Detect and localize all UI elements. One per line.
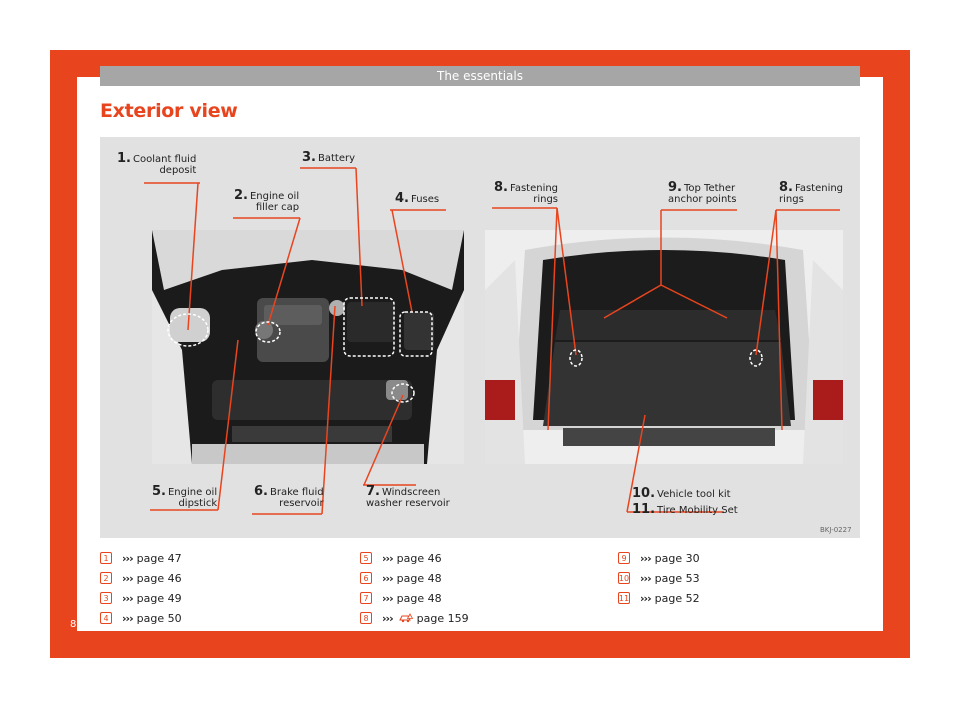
warning-car-icon bbox=[398, 613, 413, 623]
ref-10[interactable]: 10›››page 53 bbox=[618, 571, 700, 585]
refs-column-2: 5›››page 46 6›››page 48 7›››page 48 8›››… bbox=[360, 548, 469, 628]
ref-3[interactable]: 3›››page 49 bbox=[100, 588, 182, 608]
section-header: The essentials bbox=[100, 66, 860, 86]
ref-4[interactable]: 4›››page 50 bbox=[100, 608, 182, 628]
ref-1[interactable]: 1›››page 47 bbox=[100, 548, 182, 568]
ref-6[interactable]: 6›››page 48 bbox=[360, 568, 469, 588]
engine-bay-photo bbox=[152, 230, 464, 464]
label-fuses: 4.Fuses bbox=[395, 191, 440, 206]
trunk-illustration bbox=[485, 230, 843, 464]
trunk-photo bbox=[485, 230, 843, 464]
label-windscreen-washer: 7.Windscreen washer reservoir bbox=[366, 484, 450, 509]
ref-9[interactable]: 9›››page 30 bbox=[618, 548, 700, 568]
label-fastening-rings-right: 8.Fastening rings bbox=[779, 180, 844, 205]
engine-bay-illustration bbox=[152, 230, 464, 464]
label-vehicle-tool-kit: 10.Vehicle tool kit bbox=[632, 486, 731, 501]
page-number: 8 bbox=[70, 619, 77, 630]
page-title: Exterior view bbox=[100, 100, 238, 122]
label-top-tether: 9.Top Tether anchor points bbox=[668, 180, 737, 205]
refs-column-1: 1›››page 47 2›››page 46 3›››page 49 4›››… bbox=[100, 548, 182, 628]
label-engine-oil-cap: 2.Engine oil filler cap bbox=[234, 188, 300, 213]
ref-2[interactable]: 2›››page 46 bbox=[100, 568, 182, 588]
label-tire-mobility-set: 11.Tire Mobility Set bbox=[632, 502, 738, 517]
label-coolant-fluid: 1.Coolant fluid deposit bbox=[117, 151, 197, 176]
refs-column-3: 9›››page 30 10›››page 53 11›››page 52 bbox=[618, 548, 700, 608]
label-battery: 3.Battery bbox=[302, 150, 355, 165]
label-fastening-rings-left: 8.Fastening rings bbox=[494, 180, 559, 205]
figure-code: BKJ-0227 bbox=[820, 526, 852, 534]
ref-5[interactable]: 5›››page 46 bbox=[360, 548, 469, 568]
label-engine-oil-dipstick: 5.Engine oil dipstick bbox=[152, 484, 218, 509]
ref-11[interactable]: 11›››page 52 bbox=[618, 591, 700, 605]
ref-8[interactable]: 8››› page 159 bbox=[360, 608, 469, 628]
ref-7[interactable]: 7›››page 48 bbox=[360, 588, 469, 608]
label-brake-fluid: 6.Brake fluid reservoir bbox=[254, 484, 324, 509]
